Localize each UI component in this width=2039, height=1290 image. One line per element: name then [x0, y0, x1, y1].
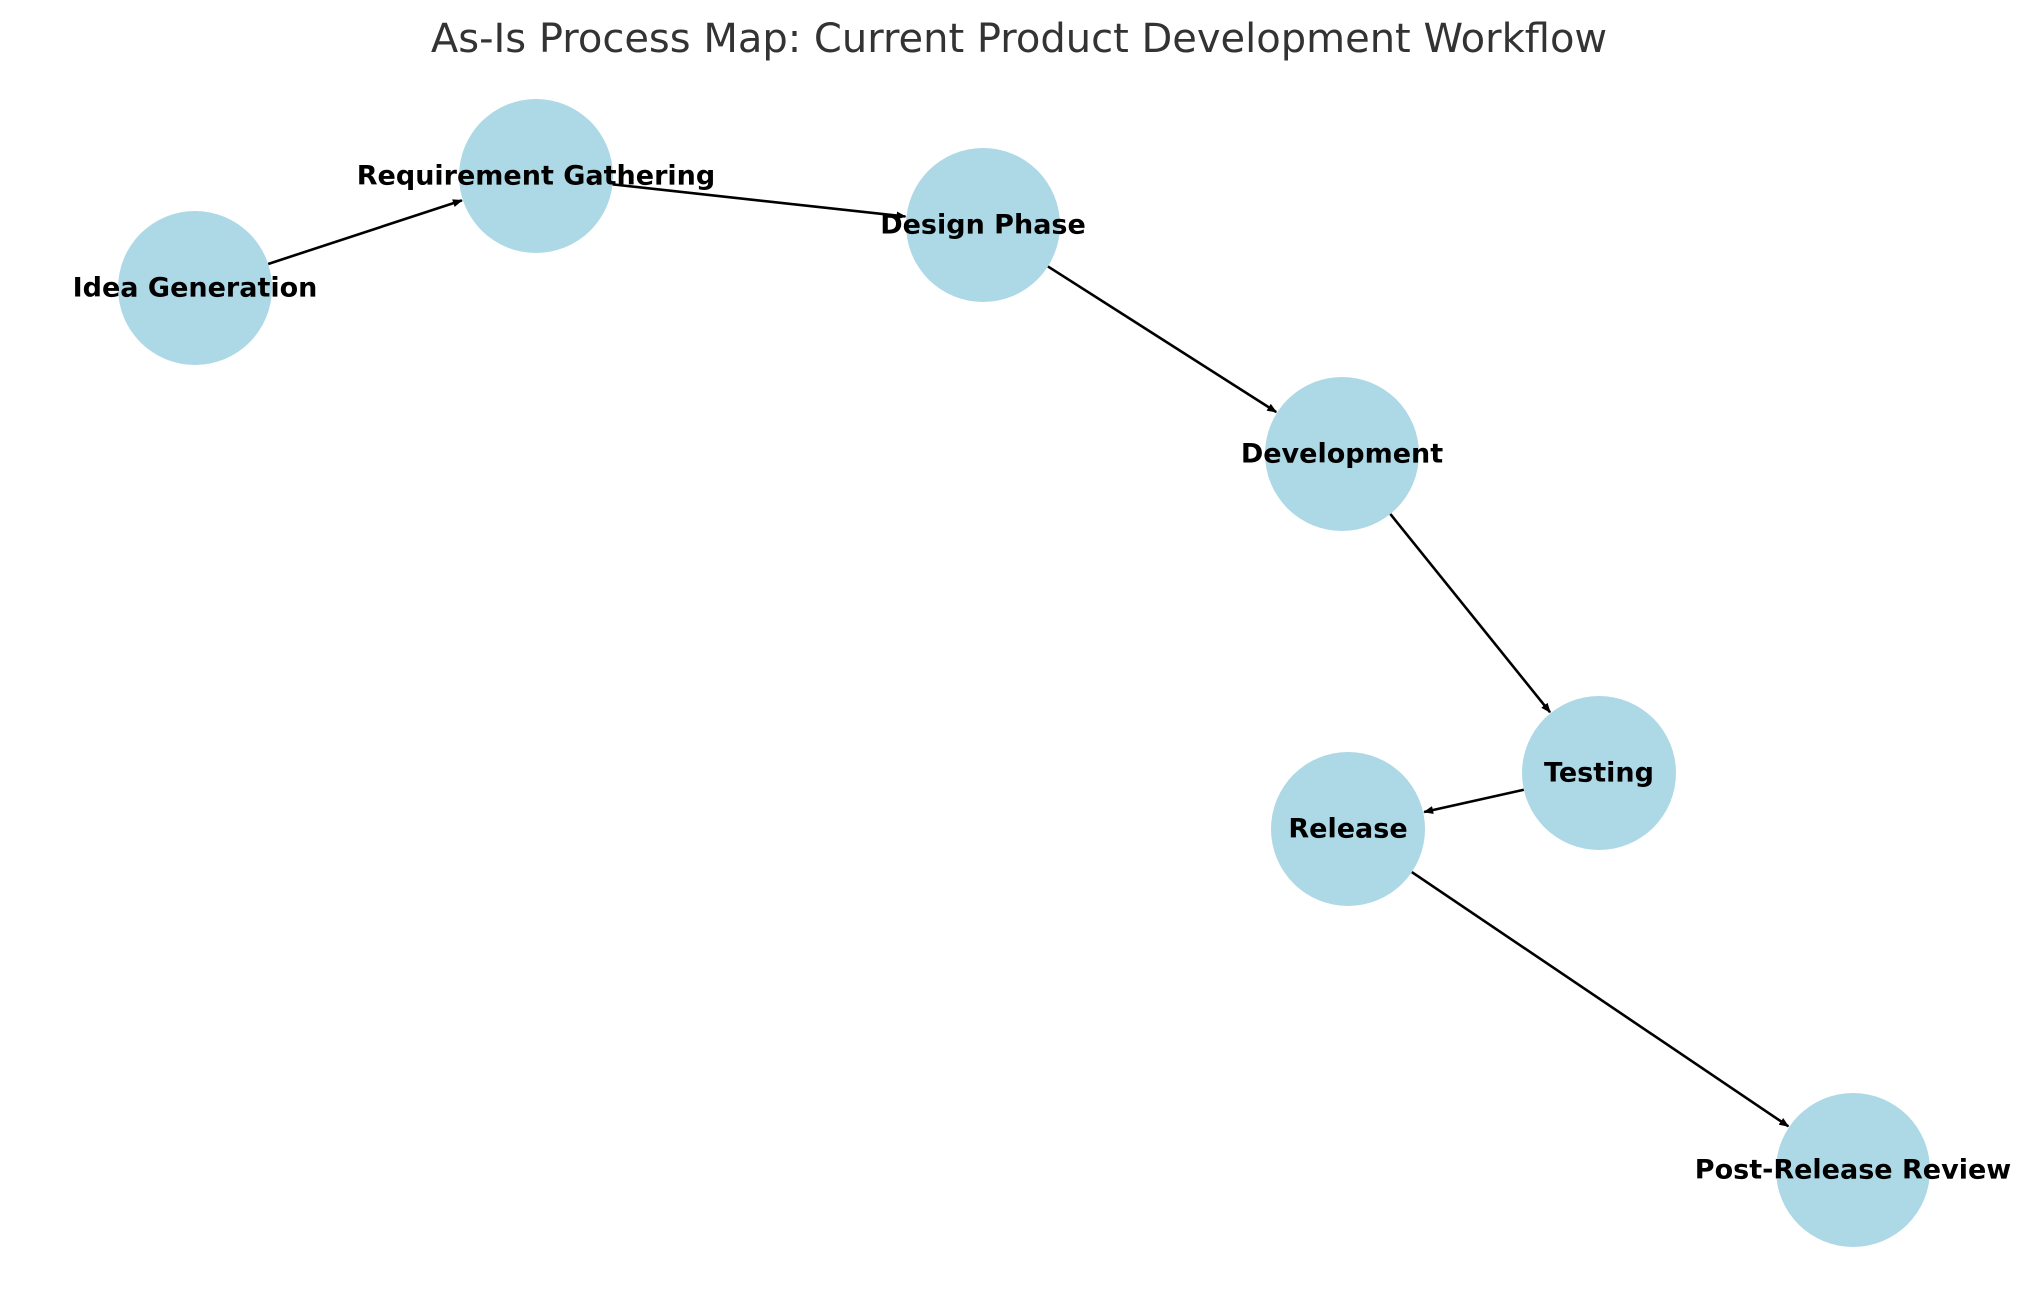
node-idea: Idea Generation	[73, 211, 318, 365]
edge-test-to-release	[1423, 788, 1525, 814]
nodes-layer: Idea Generation Requirement GatheringDesi…	[73, 99, 2011, 1247]
edge-req-to-design	[612, 183, 907, 220]
node-release: Release	[1271, 752, 1425, 906]
node-req: Requirement Gathering	[357, 99, 715, 253]
node-circle	[1271, 752, 1425, 906]
node-label: Release	[1288, 814, 1407, 845]
node-circle	[459, 99, 613, 253]
node-circle	[118, 211, 272, 365]
node-dev: Development	[1241, 377, 1443, 531]
node-circle	[1265, 377, 1419, 531]
node-review: Post-Release Review	[1695, 1093, 2011, 1247]
node-circle	[1776, 1093, 1930, 1247]
edge-release-to-review	[1411, 871, 1790, 1128]
edges-layer	[267, 183, 1790, 1128]
edge-dev-to-test	[1389, 513, 1552, 714]
node-label: Post-Release Review	[1695, 1155, 2011, 1186]
edge-idea-to-req	[267, 199, 463, 266]
node-label: Testing	[1544, 758, 1654, 789]
node-label: Requirement Gathering	[357, 161, 715, 192]
node-test: Testing	[1522, 696, 1676, 850]
node-label: Design Phase	[880, 210, 1086, 241]
diagram-title: As-Is Process Map: Current Product Devel…	[431, 16, 1607, 62]
node-circle	[1522, 696, 1676, 850]
node-label: Idea Generation	[73, 273, 318, 304]
node-design: Design Phase	[880, 148, 1086, 302]
node-label: Development	[1241, 439, 1443, 470]
node-circle	[906, 148, 1060, 302]
edge-design-to-dev	[1047, 265, 1278, 414]
